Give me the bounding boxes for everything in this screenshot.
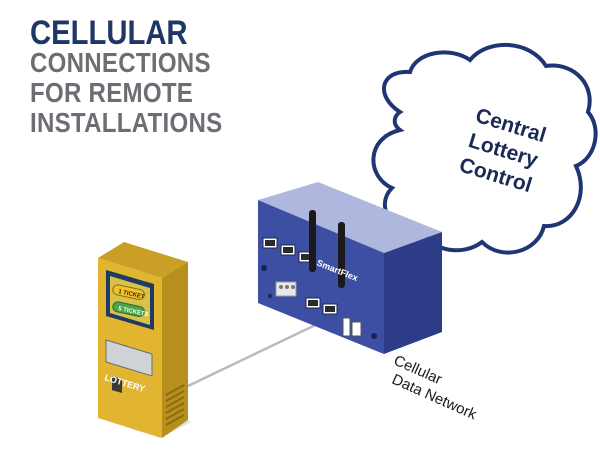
router-device <box>258 182 442 354</box>
antenna-left <box>309 210 316 272</box>
headline-line-2: CONNECTIONS <box>30 47 211 78</box>
ethernet-ports-top <box>262 237 314 263</box>
ethernet-ports-bottom <box>305 297 338 315</box>
kiosk-button-1: 1 TICKET <box>118 289 146 300</box>
usb-port <box>342 317 351 337</box>
antenna-right <box>338 222 345 288</box>
cloud-shape <box>371 42 598 255</box>
headline-line-4: INSTALLATIONS <box>30 107 223 138</box>
headline-line-3: FOR REMOTE <box>30 77 194 108</box>
headline-line-1: CELLULAR <box>30 14 188 52</box>
network-cable <box>187 316 331 388</box>
sim-slot <box>351 321 362 337</box>
lottery-kiosk <box>98 242 192 438</box>
headline: CELLULAR CONNECTIONS FOR REMOTE INSTALLA… <box>30 14 223 138</box>
